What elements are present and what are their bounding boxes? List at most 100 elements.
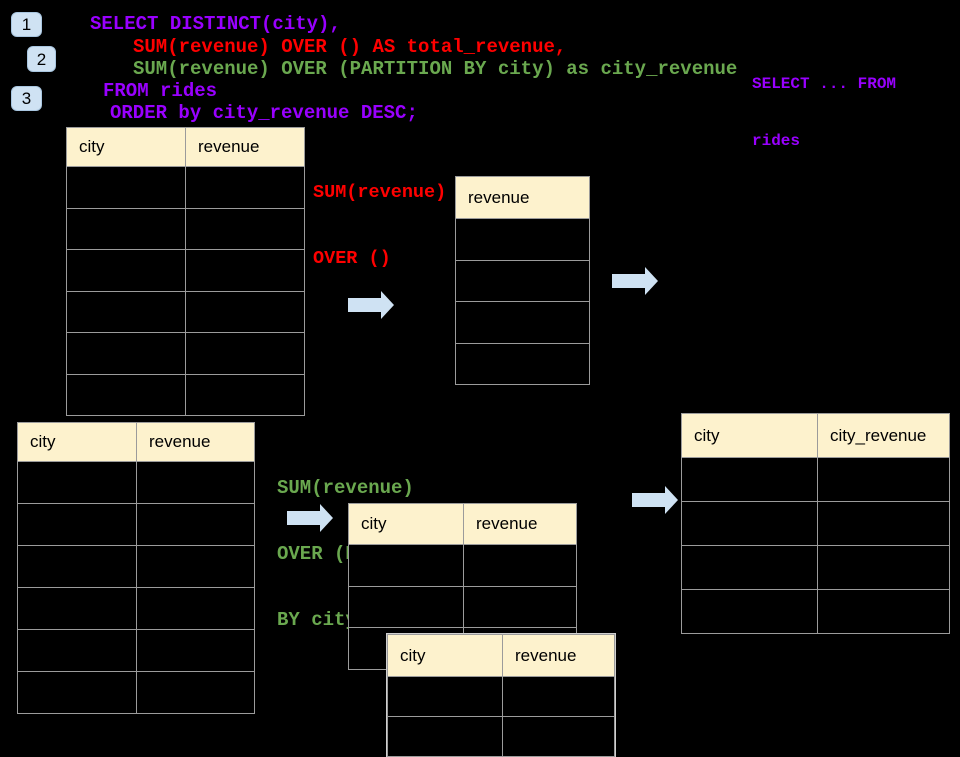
column-header: revenue (136, 422, 255, 462)
step-badge-2: 2 (27, 46, 56, 72)
column-header: city (348, 503, 464, 545)
step-badge-1: 1 (11, 12, 42, 37)
right-arrow-icon (348, 291, 394, 319)
empty-cell (136, 461, 255, 504)
empty-cell (136, 629, 255, 672)
step-badge-3: 3 (11, 86, 42, 111)
empty-cell (463, 585, 577, 628)
empty-cell (17, 587, 137, 630)
empty-cell (817, 545, 950, 590)
table-row (17, 671, 255, 714)
empty-cell (136, 503, 255, 546)
table-row (66, 166, 305, 209)
empty-cell (136, 545, 255, 588)
annotation-line: SUM(revenue) (277, 477, 414, 499)
empty-cell (66, 332, 186, 375)
empty-cell (185, 249, 305, 292)
table-row (455, 342, 590, 385)
table-row (66, 249, 305, 292)
table-row (17, 503, 255, 546)
table-row (17, 587, 255, 630)
empty-cell (66, 249, 186, 292)
column-header: revenue (502, 634, 615, 677)
empty-cell (66, 166, 186, 209)
sql-line-select: SELECT DISTINCT(city), (90, 13, 341, 35)
empty-cell (66, 207, 186, 250)
table-row (455, 301, 590, 344)
column-header: revenue (463, 503, 577, 545)
table-row (66, 332, 305, 375)
arrow-head (665, 486, 678, 514)
total-revenue-result-table: revenue (455, 176, 590, 385)
empty-cell (185, 207, 305, 250)
empty-cell (17, 629, 137, 672)
empty-cell (502, 716, 615, 757)
right-arrow-icon (612, 267, 658, 295)
column-header: city_revenue (817, 413, 950, 458)
sql-line-city-revenue: SUM(revenue) OVER (PARTITION BY city) as… (133, 58, 738, 80)
sql-line-order-by: ORDER by city_revenue DESC; (110, 102, 418, 124)
empty-cell (17, 503, 137, 546)
arrow-shaft (348, 298, 381, 312)
empty-cell (817, 501, 950, 546)
empty-cell (387, 676, 503, 717)
table-row (387, 716, 615, 757)
header-row: revenue (455, 176, 590, 219)
annotation-line: SUM(revenue) (313, 182, 447, 203)
column-header: city (387, 634, 503, 677)
table-row (17, 545, 255, 588)
empty-cell (681, 589, 818, 634)
annotation-line: OVER () (313, 248, 391, 269)
sql-line-total-revenue: SUM(revenue) OVER () AS total_revenue, (133, 36, 567, 58)
table-row (681, 545, 950, 590)
side-note-select-from-rides: SELECT ... FROM rides (752, 37, 896, 170)
empty-cell (185, 166, 305, 209)
empty-cell (66, 290, 186, 333)
column-header: revenue (185, 127, 305, 167)
table-row (17, 629, 255, 672)
table-row (387, 676, 615, 717)
empty-cell (455, 342, 590, 385)
empty-cell (185, 373, 305, 416)
empty-cell (387, 716, 503, 757)
table-row (681, 501, 950, 546)
sql-line-from: FROM rides (103, 80, 218, 102)
empty-cell (17, 461, 137, 504)
table-row (66, 207, 305, 250)
empty-cell (502, 676, 615, 717)
table-row (348, 544, 577, 587)
arrow-head (645, 267, 658, 295)
empty-cell (681, 545, 818, 590)
empty-cell (66, 373, 186, 416)
empty-cell (455, 218, 590, 261)
column-header: city (681, 413, 818, 458)
empty-cell (348, 544, 464, 587)
empty-cell (681, 501, 818, 546)
column-header: city (17, 422, 137, 462)
empty-cell (681, 457, 818, 502)
table-row (681, 589, 950, 634)
empty-cell (136, 671, 255, 714)
annotation-total-revenue: SUM(revenue) OVER () (313, 138, 446, 292)
arrow-head (381, 291, 394, 319)
side-note-line: SELECT ... FROM (752, 75, 897, 93)
column-header: city (66, 127, 186, 167)
table-row (455, 259, 590, 302)
table-row (66, 290, 305, 333)
table-row (681, 457, 950, 502)
table-row (455, 218, 590, 261)
empty-cell (185, 290, 305, 333)
arrow-shaft (632, 493, 665, 507)
table-row (66, 373, 305, 416)
empty-cell (463, 544, 577, 587)
empty-cell (17, 671, 137, 714)
empty-cell (17, 545, 137, 588)
arrow-head (320, 504, 333, 532)
